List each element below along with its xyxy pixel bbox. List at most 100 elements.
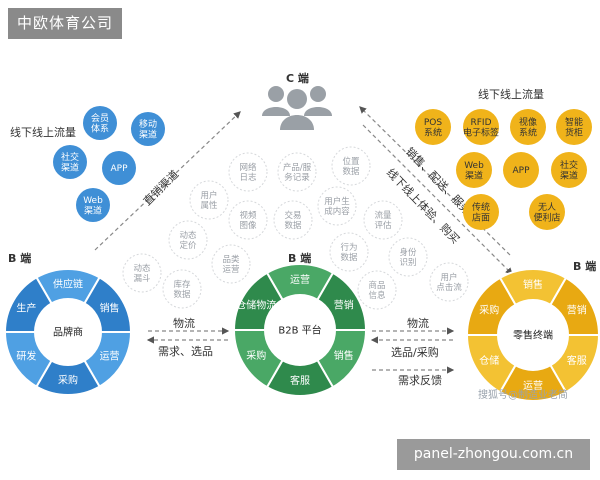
left-center-label: 品牌商 [53,326,83,339]
right-segment-label: 营销 [567,303,587,316]
c-end-label: C 端 [286,71,309,85]
data-source-bubble [162,269,202,309]
data-source-bubble [189,180,229,220]
data-source-bubble-label: 网络日志 [239,162,257,183]
left-between-bottom: 需求、选品 [158,345,213,358]
middle-segment-label: 仓储物流 [236,298,276,311]
right-ring-segment [465,276,517,336]
data-source-bubble [388,237,428,277]
data-source-bubble [331,146,371,186]
left-ring-segment [3,276,53,333]
right-diagonal-arrow-upper [359,106,511,256]
left-traffic-bubble [102,151,136,185]
right-between-bottom: 需求反馈 [398,374,442,387]
data-source-bubble-label: 产品/服务记录 [283,162,312,183]
right-traffic-bubble-label: 传统店面 [472,201,490,223]
data-source-bubble-label: 用户点击流 [436,272,462,293]
middle-segment-label: 客服 [290,374,310,387]
data-source-bubble-label: 品类运营 [222,254,240,275]
left-traffic-bubble-label: 会员体系 [91,112,109,134]
right-traffic-bubble [510,109,546,145]
left-traffic-bubble-label: APP [110,164,128,174]
right-traffic-bubble [556,109,592,145]
left-traffic-bubble-label: 移动渠道 [139,118,157,140]
left-traffic-bubble [76,188,110,222]
middle-segment-label: 营销 [334,298,354,311]
left-segment-label: 供应链 [53,278,83,291]
data-source-bubble [277,152,317,192]
right-traffic-bubble-label: 视像系统 [519,116,537,138]
left-diagonal-label: 直销渠道 [140,167,181,208]
right-segment-label: 运营 [523,379,543,392]
data-source-bubble [363,200,403,240]
right-between-top: 物流 [407,316,429,330]
right-traffic-bubble [551,152,587,188]
left-traffic-bubble-label: 社交渠道 [61,151,79,173]
data-source-bubble-label: 位置数据 [342,156,360,177]
data-source-bubble-label: 动态漏斗 [133,263,151,284]
left-between-top: 物流 [173,316,195,330]
b-end-label-left: B 端 [8,251,31,265]
watermark: 搜狐号@制造业老简 [478,390,568,401]
data-source-bubble [228,200,268,240]
right-traffic-title: 线下线上流量 [478,87,544,101]
right-ring-center [500,302,566,368]
right-between-middle: 选品/采购 [391,345,439,359]
right-diagonal-label-2: 线下线上体验、购买 [384,165,463,246]
data-source-bubble-label: 用户属性 [200,190,218,211]
data-source-bubble [122,253,162,293]
left-segment-label: 研发 [16,350,36,363]
right-traffic-bubble [456,152,492,188]
data-source-bubble [273,200,313,240]
b-end-label-right: B 端 [573,259,596,273]
right-segment-label: 客服 [567,354,587,367]
left-segment-label: 采购 [58,374,78,387]
middle-segment-label: 运营 [290,273,310,286]
right-traffic-bubble [503,152,539,188]
right-traffic-bubble [463,109,499,145]
right-traffic-bubble [463,194,499,230]
data-source-bubble [168,220,208,260]
middle-segment-label: 销售 [334,349,354,362]
middle-ring-segment [232,271,284,331]
site-label: panel-zhongou.com.cn [397,439,590,470]
right-traffic-bubble-label: 无人便利店 [533,202,560,223]
data-source-bubble [357,270,397,310]
data-source-bubble-label: 流量评估 [374,210,392,231]
data-source-bubble [228,152,268,192]
data-source-bubble [329,232,369,272]
data-source-bubble [317,186,357,226]
right-diagonal-arrow-lower [362,124,513,275]
data-source-bubble-label: 动态定价 [179,230,197,251]
left-segment-label: 生产 [16,302,36,315]
data-source-bubble [211,244,251,284]
right-center-label: 零售终端 [513,329,553,342]
data-source-bubble-label: 身份识别 [399,247,417,268]
left-traffic-bubble [53,145,87,179]
right-traffic-bubble [529,194,565,230]
data-source-bubble-label: 交易数据 [284,210,302,231]
data-source-bubble-label: 视频图像 [239,210,257,231]
right-traffic-bubble-label: APP [512,166,530,176]
middle-ring-center [267,297,333,363]
left-segment-label: 销售 [100,302,120,315]
middle-center-label: B2B 平台 [278,324,321,337]
right-traffic-bubble-label: 社交渠道 [560,159,578,181]
left-traffic-title: 线下线上流量 [10,125,76,139]
data-source-bubble-label: 库存数据 [173,279,191,300]
data-source-bubble-label: 行为数据 [340,242,358,263]
right-segment-label: 采购 [479,303,499,316]
right-segment-label: 仓储 [479,354,499,367]
right-traffic-bubble [415,109,451,145]
middle-segment-label: 采购 [246,349,266,362]
c-end-people-icon [262,86,332,130]
